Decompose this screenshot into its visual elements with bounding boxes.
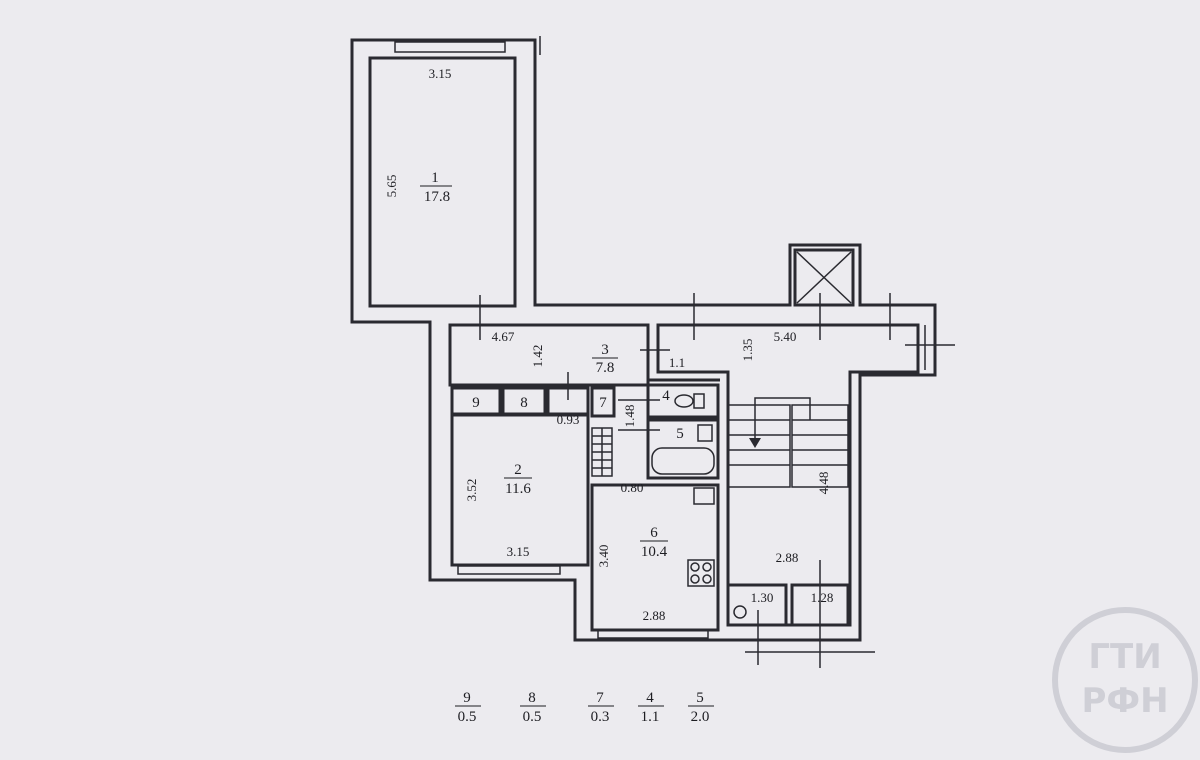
room-3-label: 3 7.8 4.67 1.42: [492, 329, 618, 376]
logo-top-text: ГТИ: [1088, 637, 1161, 677]
room-number: 2: [514, 462, 522, 478]
dim-540: 5.40: [774, 329, 797, 344]
room-height: 3.40: [596, 545, 611, 568]
room-number: 3: [601, 342, 609, 358]
legend-room-area: 0.3: [591, 709, 610, 725]
dim-080: 0.80: [621, 480, 644, 495]
watermark-logo: ГТИ РФН: [1052, 607, 1198, 753]
room-width: 2.88: [643, 608, 666, 623]
room-area: 11.6: [505, 481, 531, 497]
room-area: 10.4: [641, 544, 668, 560]
staircase: [727, 397, 849, 488]
logo-bottom-text: РФН: [1081, 681, 1168, 721]
dim-288-corridor: 2.88: [776, 550, 799, 565]
dim-148: 1.48: [622, 405, 637, 428]
dim-11: 1.1: [669, 355, 685, 370]
outer-walls: [350, 36, 955, 668]
dim-135: 1.35: [740, 339, 755, 362]
room-area: 17.8: [424, 189, 450, 205]
room-9-number: 9: [472, 395, 480, 411]
legend-room-area: 0.5: [458, 709, 477, 725]
legend-room-number: 9: [463, 690, 471, 706]
dim-130: 1.30: [751, 590, 774, 605]
room-area: 7.8: [596, 360, 615, 376]
room-width: 3.15: [429, 66, 452, 81]
room-6-label: 6 10.4 2.88 3.40: [596, 525, 668, 623]
room-4-number: 4: [662, 388, 670, 404]
room-7-number: 7: [599, 395, 607, 411]
room-height: 5.65: [384, 175, 399, 198]
legend-room-number: 8: [528, 690, 536, 706]
dim-093: 0.93: [557, 412, 580, 427]
legend-room-area: 2.0: [691, 709, 710, 725]
room-5-number: 5: [676, 426, 684, 442]
room-2-label: 2 11.6 3.15 3.52: [464, 462, 532, 559]
area-legend: 9 0.5 8 0.5 7 0.3 4 1.1 5 2.0: [455, 690, 714, 725]
legend-room-area: 0.5: [523, 709, 542, 725]
legend-room-number: 7: [596, 690, 604, 706]
legend-room-area: 1.1: [641, 709, 660, 725]
room-number: 1: [431, 170, 439, 186]
room-1-label: 1 17.8 3.15 5.65: [384, 66, 452, 205]
room-height: 1.42: [530, 345, 545, 368]
room-height: 3.52: [464, 479, 479, 502]
room-width: 4.67: [492, 329, 515, 344]
room-width: 3.15: [507, 544, 530, 559]
dim-128: 1.28: [811, 590, 834, 605]
dim-448: 4.48: [816, 472, 831, 495]
legend-room-number: 5: [696, 690, 704, 706]
elevator-shaft: [793, 248, 855, 307]
room-number: 6: [650, 525, 658, 541]
legend-room-number: 4: [646, 690, 654, 706]
room-8-number: 8: [520, 395, 528, 411]
